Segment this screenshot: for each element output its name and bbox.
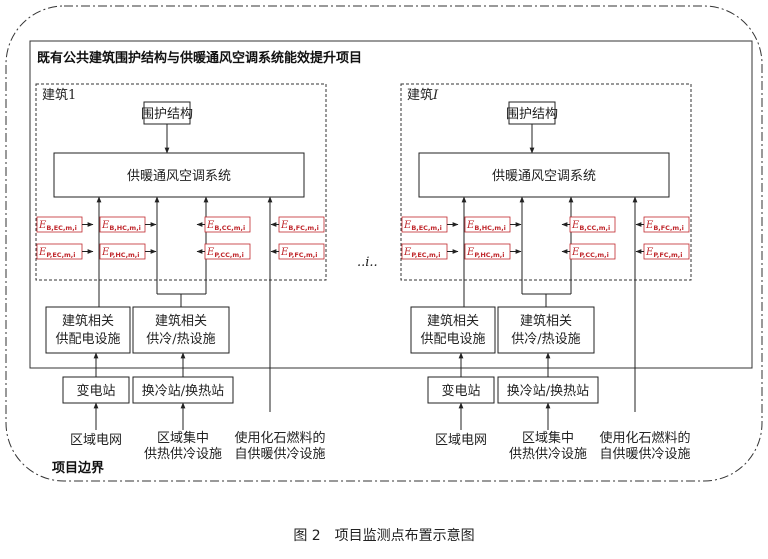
measurement-tag-label: EB,CC,m,i [571,220,610,232]
measurement-tag-label: EB,FC,m,i [280,220,319,232]
power-facility-label: 供配电设施 [420,332,485,347]
building-ellipsis: ..i.. [357,255,378,270]
fossil-supply-label: 使用化石燃料的 [234,430,325,446]
measurement-tag-label: EB,HC,m,i [466,220,506,232]
exchange-station-label: 换冷站/换热站 [142,384,224,399]
heat-cool-facility-label: 供冷/热设施 [146,332,215,347]
exchange-station-box [132,376,234,404]
substation-box [62,376,130,404]
measurement-tag-label: EP,EC,m,i [403,247,441,259]
building-frame [35,83,327,281]
measurement-tag-label: EB,HC,m,i [101,220,141,232]
heat-cool-facility-label: 建筑相关 [520,313,572,329]
power-facility-label: 建筑相关 [62,313,114,329]
hvac-box [53,152,305,198]
hvac-label: 供暖通风空调系统 [127,169,231,184]
building-frame [400,83,692,281]
measurement-tag-label: EB,EC,m,i [38,220,77,232]
regional-grid-label: 区域电网 [435,433,487,448]
project-boundary [5,5,763,482]
central-supply-label: 供热供冷设施 [144,447,222,462]
hvac-box [418,152,670,198]
measurement-tag-label: EP,FC,m,i [280,247,318,259]
central-supply-label: 供热供冷设施 [509,447,587,462]
project-box [29,40,753,369]
heat-cool-facility-label: 供冷/热设施 [511,332,580,347]
power-facility-label: 建筑相关 [427,313,479,329]
power-facility-box [410,306,496,354]
building-title: 建筑I [407,87,439,103]
envelope-label: 围护结构 [141,107,193,122]
project-title: 既有公共建筑围护结构与供暖通风空调系统能效提升项目 [37,50,362,66]
measurement-tag-label: EB,CC,m,i [206,220,245,232]
central-supply-label: 区域集中 [522,430,574,446]
exchange-station-label: 换冷站/换热站 [507,384,589,399]
building-title: 建筑1 [42,87,76,103]
fossil-supply-label: 使用化石燃料的 [599,430,690,446]
power-facility-box [45,306,131,354]
heat-cool-facility-box [132,306,230,354]
power-facility-label: 供配电设施 [55,332,120,347]
substation-label: 变电站 [441,383,480,399]
measurement-tag-label: EB,FC,m,i [645,220,684,232]
measurement-tag-label: EP,CC,m,i [571,247,609,259]
figure-caption: 图 2 项目监测点布置示意图 [293,527,474,544]
measurement-tag-label: EP,FC,m,i [645,247,683,259]
regional-grid-label: 区域电网 [70,433,122,448]
fossil-supply-label: 自供暖供冷设施 [599,447,690,462]
measurement-tag-label: EP,HC,m,i [466,247,505,259]
measurement-tag-label: EP,CC,m,i [206,247,244,259]
heat-cool-facility-label: 建筑相关 [155,313,207,329]
measurement-tag-label: EB,EC,m,i [403,220,442,232]
hvac-label: 供暖通风空调系统 [492,169,596,184]
project-boundary-label: 项目边界 [52,460,104,476]
central-supply-label: 区域集中 [157,430,209,446]
heat-cool-facility-box [497,306,595,354]
substation-label: 变电站 [76,383,115,399]
envelope-label: 围护结构 [506,107,558,122]
fossil-supply-label: 自供暖供冷设施 [234,447,325,462]
measurement-tag-label: EP,EC,m,i [38,247,76,259]
measurement-tag-label: EP,HC,m,i [101,247,140,259]
